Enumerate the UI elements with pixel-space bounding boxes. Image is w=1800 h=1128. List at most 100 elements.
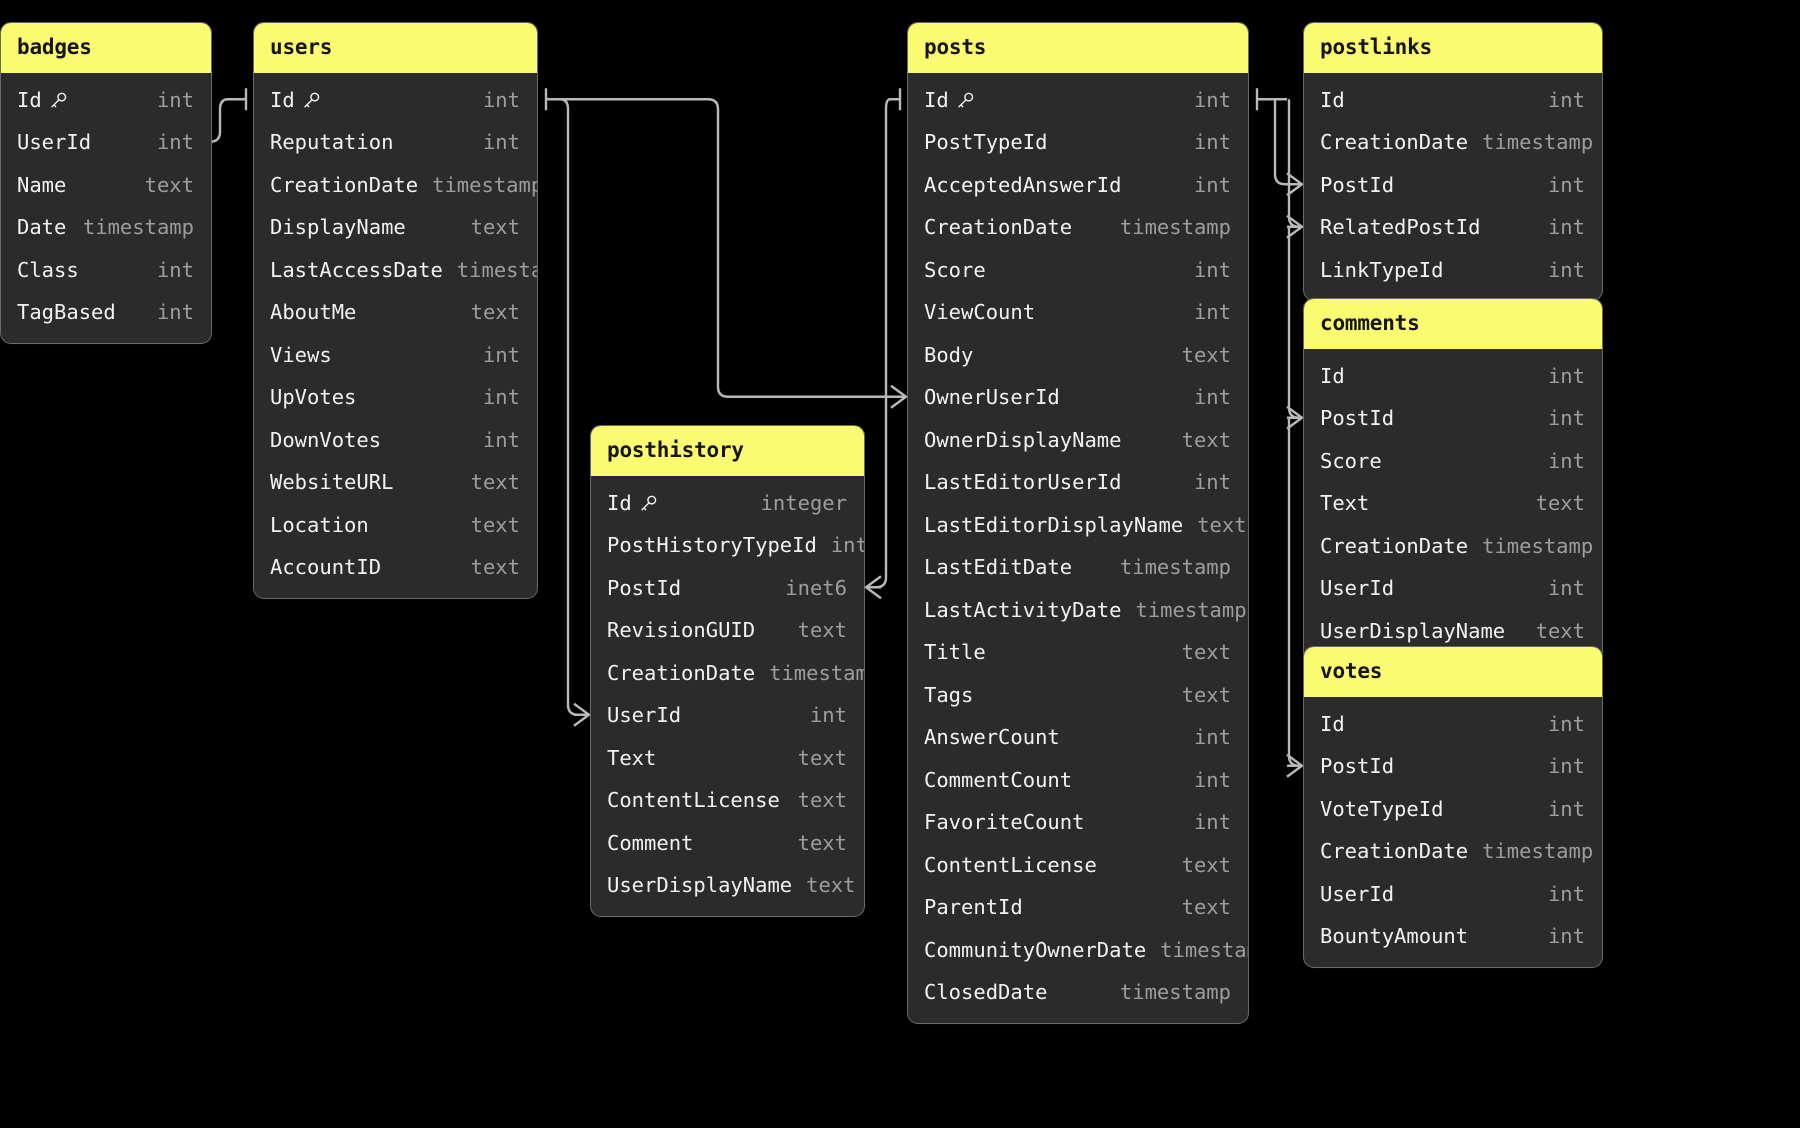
column-type: int [809,703,847,728]
column-name: LinkTypeId [1320,258,1443,282]
primary-key-icon [49,91,68,110]
column-name-text: CreationDate [1320,839,1469,864]
column-name: Score [924,258,986,282]
column-row[interactable]: LastAccessDatetimestamp [254,249,537,292]
column-name-text: FavoriteCount [924,810,1085,835]
column-name: CreationDate [1320,839,1468,863]
column-name: UserId [1320,576,1394,600]
column-name-text: PostHistoryTypeId [607,533,817,558]
column-name: DisplayName [270,215,406,239]
column-row[interactable]: CommunityOwnerDatetimestamp [908,929,1248,972]
column-name: Date [17,215,66,239]
column-name-text: Class [17,257,79,282]
column-row[interactable]: Score int [908,249,1248,292]
column-type: text [1181,895,1231,920]
column-type: integer [760,490,847,515]
column-name: UpVotes [270,385,356,409]
column-name: AccountID [270,555,381,579]
column-name-text: BountyAmount [1320,924,1469,949]
column-type: int [1547,87,1585,112]
column-type: text [470,470,520,495]
column-name-text: UserDisplayName [1320,618,1506,643]
column-name: Name [17,173,66,197]
column-type: int [482,87,520,112]
column-type: int [1193,257,1231,282]
column-name-text: Title [924,640,986,665]
